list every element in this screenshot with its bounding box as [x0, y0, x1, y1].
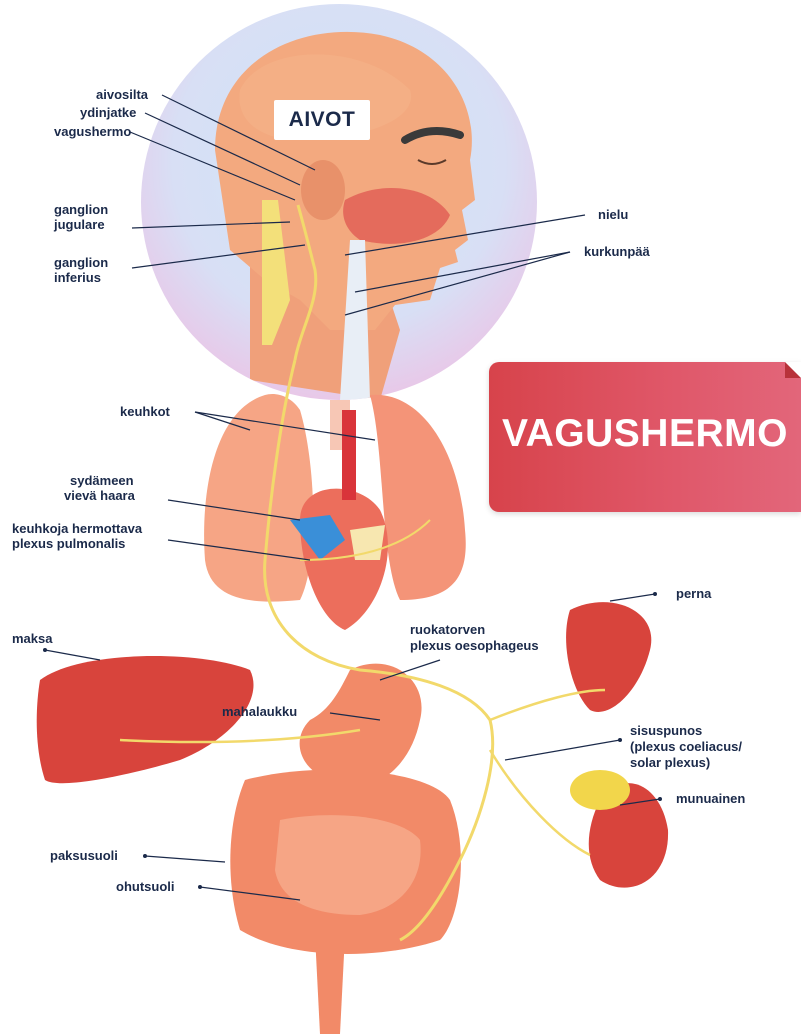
title-box: AIVOT: [274, 100, 370, 140]
title-text: AIVOT: [289, 108, 356, 132]
label-sydameen-2: vievä haara: [64, 489, 135, 503]
rectum: [315, 935, 345, 1034]
label-plexus-pulmonalis-2: plexus pulmonalis: [12, 537, 125, 551]
label-nielu: nielu: [598, 208, 628, 222]
label-ydinjatke: ydinjatke: [80, 106, 136, 120]
label-sisuspunos-2: (plexus coeliacus/: [630, 740, 742, 754]
label-sisuspunos-3: solar plexus): [630, 756, 710, 770]
liver: [37, 656, 254, 783]
label-ruokatorven-1: ruokatorven: [410, 623, 485, 637]
banner-fold: [785, 362, 801, 378]
label-kurkunpaa: kurkunpää: [584, 245, 650, 259]
leader-maksa: [45, 650, 100, 660]
adrenal-gland: [570, 770, 630, 810]
dot-ohutsuoli: [198, 885, 202, 889]
label-paksusuoli: paksusuoli: [50, 849, 118, 863]
dot-munuainen: [658, 797, 662, 801]
dot-paksusuoli: [143, 854, 147, 858]
leader-perna: [610, 594, 655, 601]
aorta: [342, 410, 356, 500]
dot-maksa: [43, 648, 47, 652]
label-maksa: maksa: [12, 632, 52, 646]
nerve-branch-kidney: [490, 750, 590, 855]
label-munuainen: munuainen: [676, 792, 745, 806]
stomach: [300, 664, 422, 787]
dot-sisuspunos: [618, 738, 622, 742]
label-perna: perna: [676, 587, 711, 601]
spleen: [566, 602, 651, 712]
right-lung: [204, 394, 313, 602]
label-vagushermo: vagushermo: [54, 125, 131, 139]
label-ganglion-inferius-2: inferius: [54, 271, 101, 285]
label-ganglion-jugulare-1: ganglion: [54, 203, 108, 217]
ear-shape: [301, 160, 345, 220]
banner-text: VAGUSHERMO: [502, 412, 788, 456]
leader-sisuspunos: [505, 740, 620, 760]
label-ohutsuoli: ohutsuoli: [116, 880, 175, 894]
label-sydameen-1: sydämeen: [70, 474, 134, 488]
label-ganglion-inferius-1: ganglion: [54, 256, 108, 270]
label-ruokatorven-2: plexus oesophageus: [410, 639, 539, 653]
label-sisuspunos-1: sisuspunos: [630, 724, 702, 738]
label-plexus-pulmonalis-1: keuhkoja hermottava: [12, 522, 142, 536]
label-aivosilta: aivosilta: [96, 88, 148, 102]
label-mahalaukku: mahalaukku: [222, 705, 297, 719]
leader-paksusuoli: [145, 856, 225, 862]
label-keuhkot: keuhkot: [120, 405, 170, 419]
dot-perna: [653, 592, 657, 596]
label-ganglion-jugulare-2: jugulare: [54, 218, 105, 232]
